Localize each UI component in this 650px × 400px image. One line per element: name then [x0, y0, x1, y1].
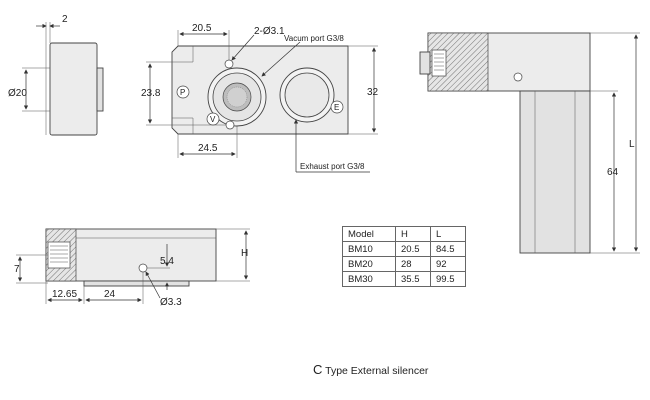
- table-cell: 99.5: [430, 271, 466, 287]
- hole-height-dimension: 5.4: [160, 256, 174, 267]
- caption-text: Type External silencer: [325, 365, 429, 377]
- offset-left-dimension: 12.65: [52, 289, 77, 300]
- table-row: BM20 28 92: [342, 256, 466, 272]
- silencer-view: L 64: [419, 32, 640, 254]
- table-row: BM30 35.5 99.5: [342, 271, 466, 287]
- exhaust-port-label: Exhaust port G3/8: [300, 162, 365, 171]
- table-cell: 92: [430, 256, 466, 272]
- table-cell: 28: [395, 256, 431, 272]
- height-right-dimension: 32: [367, 87, 379, 98]
- height-dimension: H: [241, 248, 248, 259]
- vacuum-port-label: Vacum port G3/8: [284, 34, 344, 43]
- table-header-row: Model H L: [342, 226, 466, 242]
- offset-mid-dimension: 24: [104, 289, 116, 300]
- caption-letter: C: [313, 362, 323, 377]
- height-left-dimension: 23.8: [141, 88, 161, 99]
- table-header-l: L: [430, 226, 466, 242]
- marker-p: P: [180, 88, 185, 97]
- front-view: P V E 20.5 2-Ø3.1 Vacum port G3/8 23.8 2…: [141, 23, 379, 173]
- table-cell: BM10: [342, 241, 396, 257]
- width-bottom-dimension: 24.5: [198, 143, 218, 154]
- table-header-model: Model: [342, 226, 396, 242]
- table-row: BM10 20.5 84.5: [342, 241, 466, 257]
- bottom-view: H 7 5.4 Ø3.3 12.65 24: [14, 228, 250, 308]
- hole-diameter-dimension: Ø3.3: [160, 297, 182, 308]
- table-cell: 20.5: [395, 241, 431, 257]
- table-cell: 35.5: [395, 271, 431, 287]
- flange-dimension: 2: [62, 14, 68, 25]
- table-header-h: H: [395, 226, 431, 242]
- diameter-dimension: Ø20: [8, 88, 27, 99]
- marker-v: V: [210, 115, 216, 124]
- length-dimension: L: [629, 139, 635, 150]
- side-view: 2 Ø20: [8, 14, 104, 136]
- holes-dimension: 2-Ø3.1: [254, 26, 285, 37]
- marker-e: E: [334, 103, 339, 112]
- model-table: Model H L BM10 20.5 84.5 BM20 28 92 BM30…: [342, 226, 466, 287]
- table-cell: 84.5: [430, 241, 466, 257]
- table-cell: BM20: [342, 256, 396, 272]
- width-top-dimension: 20.5: [192, 23, 212, 34]
- left-height-dimension: 7: [14, 264, 20, 275]
- table-cell: BM30: [342, 271, 396, 287]
- figure-caption: C Type External silencer: [313, 362, 428, 377]
- silencer-length-dimension: 64: [607, 167, 619, 178]
